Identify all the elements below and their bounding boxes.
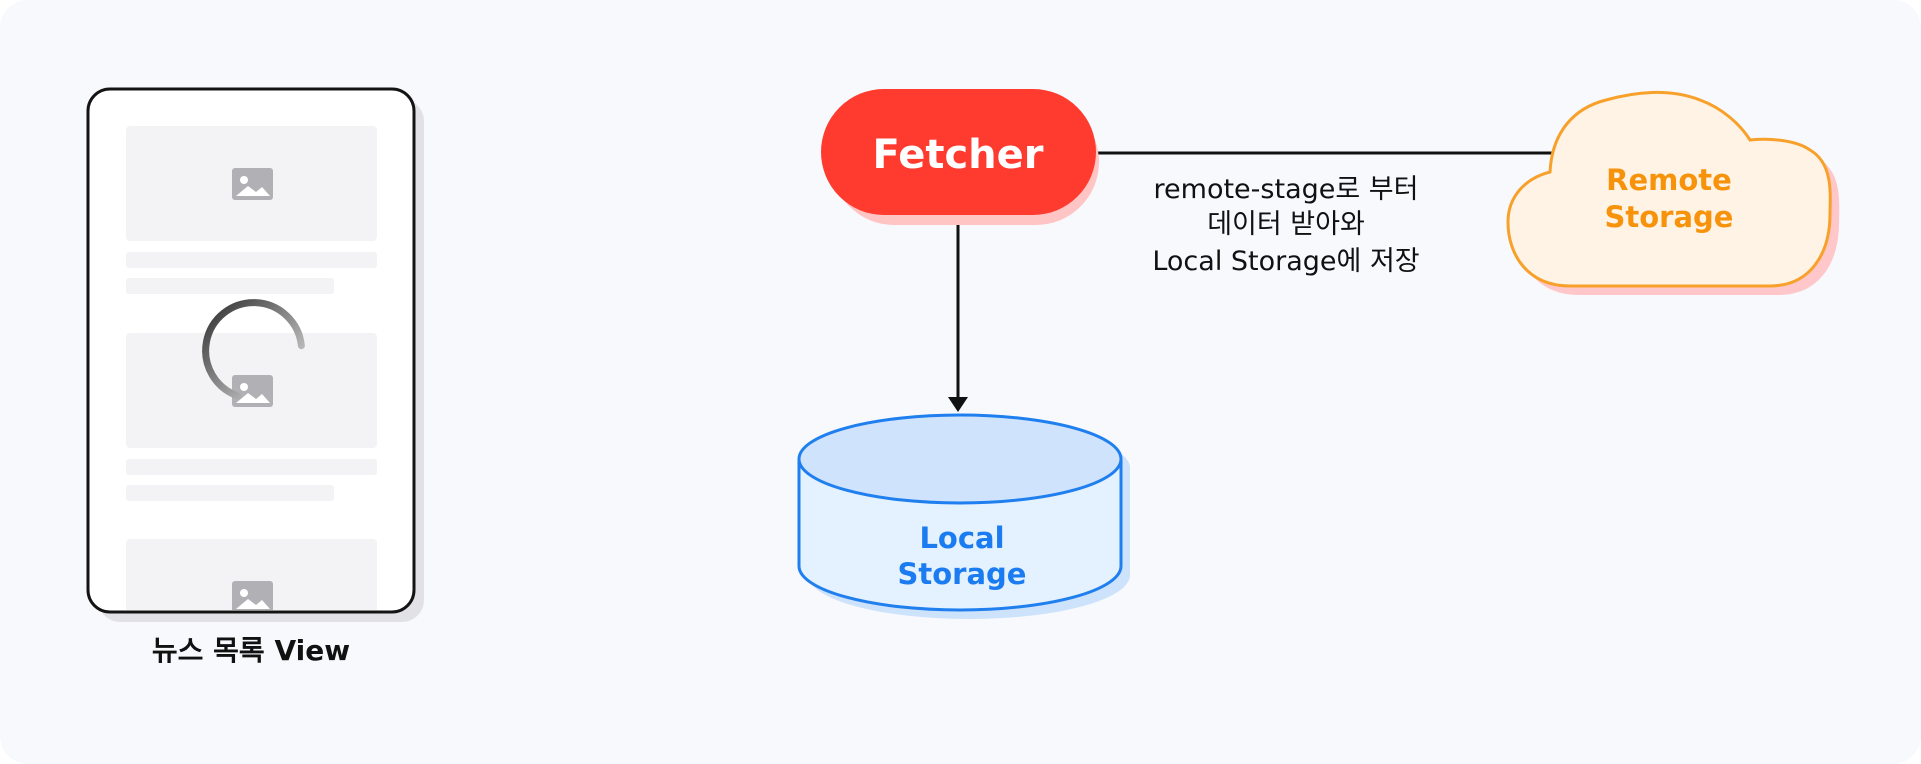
local-storage-label-line-2: Storage (898, 557, 1027, 591)
arrowhead-icon (948, 397, 968, 412)
remote-storage-label-line-1: Remote (1606, 163, 1732, 197)
subtitle-line-placeholder (126, 485, 334, 501)
fetcher-label: Fetcher (873, 132, 1044, 178)
list-item (126, 126, 377, 294)
loading-spinner-icon (202, 299, 305, 400)
edge-label: remote-stage로 부터 데이터 받아와 Local Storage에 … (1152, 174, 1419, 277)
title-line-placeholder (126, 459, 377, 475)
phone-caption: 뉴스 목록 View (152, 634, 350, 667)
cloud-shape-icon (1506, 91, 1832, 288)
local-storage-node: Local Storage (797, 413, 1130, 619)
list-item (126, 539, 377, 610)
news-list-content (126, 126, 377, 610)
list-item (126, 333, 377, 501)
edge-label-line-3: Local Storage에 저장 (1152, 246, 1419, 277)
subtitle-line-placeholder (126, 278, 334, 294)
image-icon (232, 375, 273, 407)
local-storage-label-line-1: Local (919, 521, 1004, 555)
news-list-phone: 뉴스 목록 View (86, 87, 424, 667)
edge-label-line-2: 데이터 받아와 (1207, 209, 1365, 240)
remote-storage-node: Remote Storage (1506, 91, 1840, 295)
remote-storage-label-line-2: Storage (1605, 200, 1734, 234)
title-line-placeholder (126, 252, 377, 268)
image-icon (232, 581, 273, 610)
fetcher-to-local-arrow (948, 214, 968, 412)
edge-label-line-1: remote-stage로 부터 (1154, 174, 1419, 205)
fetcher-pill (821, 89, 1096, 215)
cylinder-top (797, 413, 1123, 505)
fetcher-node: Fetcher (821, 89, 1099, 225)
image-icon (232, 168, 273, 200)
